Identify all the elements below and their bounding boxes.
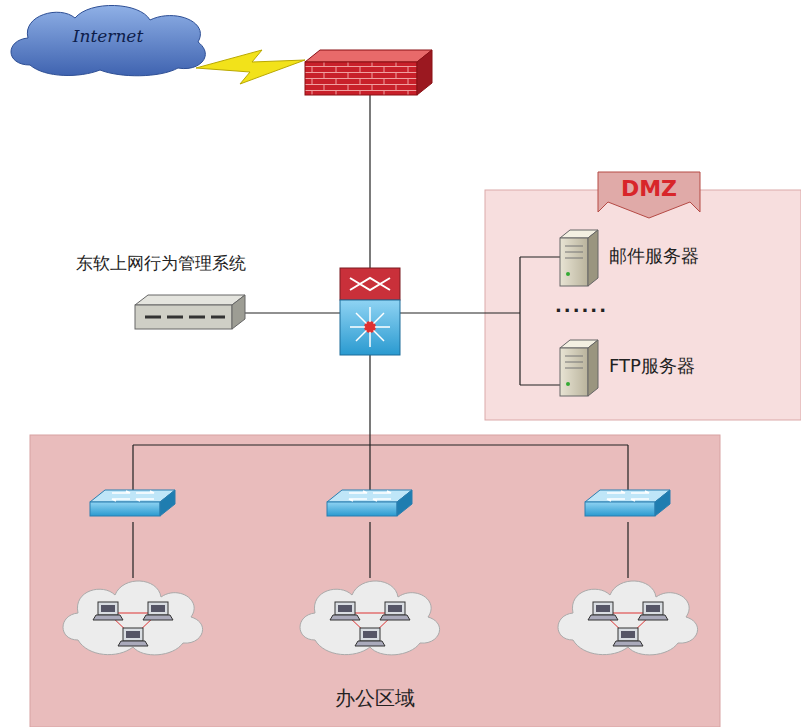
network-zone: 办公区域 bbox=[30, 435, 720, 727]
node-label: FTP服务器 bbox=[609, 354, 695, 378]
node-label: Internet bbox=[18, 26, 198, 46]
node-label: DMZ bbox=[598, 176, 700, 201]
device-label-box: FTP服务器 bbox=[605, 352, 785, 382]
ellipsis-label: ...... bbox=[555, 295, 608, 316]
device-label-box: 东软上网行为管理系统 bbox=[70, 248, 270, 278]
network-zone: DMZ 邮件服务器 FTP服务器...... bbox=[485, 170, 801, 420]
node-label: 办公区域 bbox=[30, 685, 720, 712]
node-label: 邮件服务器 bbox=[609, 244, 699, 268]
internet-cloud: Internet bbox=[18, 14, 198, 70]
node-label: 东软上网行为管理系统 bbox=[76, 252, 246, 275]
device-label-box: 邮件服务器 bbox=[605, 242, 785, 272]
